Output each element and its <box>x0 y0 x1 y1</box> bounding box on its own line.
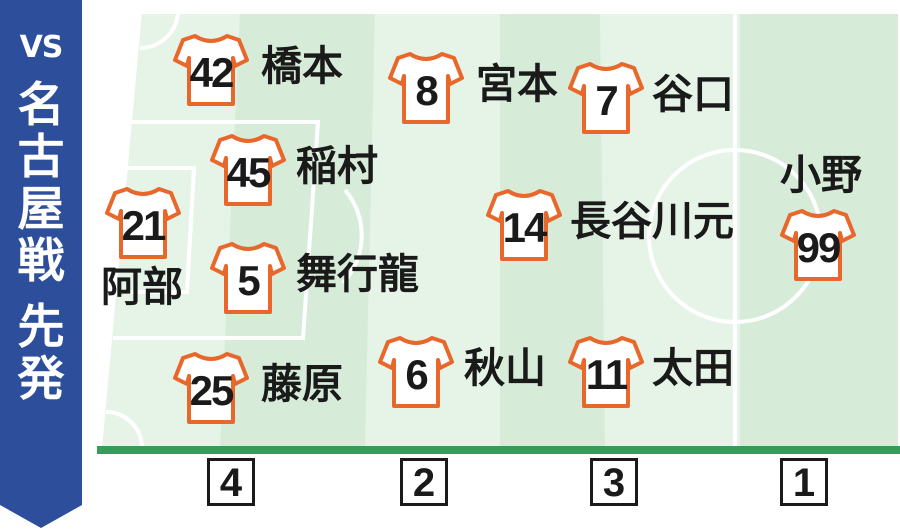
penalty-area <box>113 120 321 340</box>
match-title-char: 戦 <box>17 234 65 289</box>
corner-arc <box>139 11 180 51</box>
shirt-icon <box>173 348 249 426</box>
match-title-char: 屋 <box>17 182 65 237</box>
match-title-char: 古 <box>17 130 65 185</box>
player-name: 藤原 <box>261 360 343 408</box>
goal-area <box>111 166 197 294</box>
shirt-icon <box>105 183 181 261</box>
player-name: 橋本 <box>261 42 343 90</box>
player-name: 宮本 <box>476 60 558 108</box>
shirt-icon <box>378 332 454 410</box>
player-name: 舞行龍 <box>296 250 419 298</box>
shirt-number: 6 <box>405 351 428 398</box>
lane-marker: 2 <box>400 458 448 506</box>
player-name: 稲村 <box>296 142 378 190</box>
shirt-icon <box>210 130 286 208</box>
shirt-icon <box>173 30 249 108</box>
side-banner: VS 名 古 屋 戦 先 発 <box>0 0 82 530</box>
shirt-number: 5 <box>237 257 260 304</box>
shirt-number: 42 <box>189 49 235 96</box>
player-name: 小野 <box>780 151 862 199</box>
shirt-icon <box>388 48 464 126</box>
shirt-icon <box>486 185 562 263</box>
lane-marker: 3 <box>590 458 638 506</box>
shirt-number: 8 <box>415 67 438 114</box>
touchline-bar <box>97 446 900 454</box>
player-name: 阿部 <box>101 263 183 311</box>
penalty-arc <box>341 188 364 285</box>
shirt-icon <box>568 332 644 410</box>
player-name: 長谷川元 <box>570 197 734 245</box>
shirt-number: 14 <box>502 204 548 251</box>
shirt-number: 11 <box>585 351 628 398</box>
shirt-icon <box>780 205 856 283</box>
shirt-number: 45 <box>226 149 272 196</box>
lineup-label-char: 先 <box>17 300 65 355</box>
lane-marker: 4 <box>207 458 255 506</box>
lane-marker: 1 <box>780 458 828 506</box>
shirt-icon <box>210 238 286 316</box>
player-name: 秋山 <box>464 344 546 392</box>
match-title-char: 名 <box>17 78 65 133</box>
pitch-stripe <box>600 12 740 448</box>
shirt-number: 7 <box>595 77 618 124</box>
player-name: 太田 <box>652 344 734 392</box>
shirt-number: 99 <box>796 224 842 271</box>
player-name: 谷口 <box>652 70 734 118</box>
shirt-number: 25 <box>189 367 235 414</box>
lineup-label-char: 発 <box>17 352 65 407</box>
shirt-number: 21 <box>121 202 167 249</box>
vs-label: VS <box>19 30 64 65</box>
match-title: 名 古 屋 戦 先 発 <box>0 80 82 406</box>
shirt-icon <box>568 58 644 136</box>
corner-arc <box>105 410 144 449</box>
